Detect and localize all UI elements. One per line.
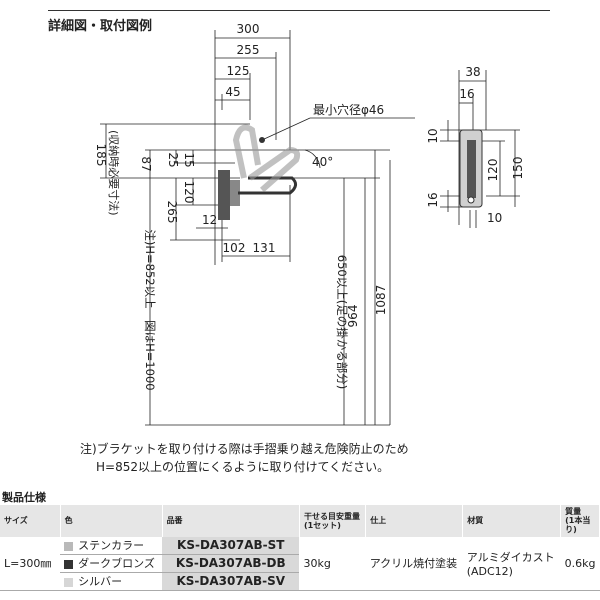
side-dim-10a: 10 (426, 128, 440, 143)
th-material: 材質 (462, 505, 562, 537)
dim-964: 964 (346, 305, 360, 328)
cell-code: KS-DA307AB-ST (162, 536, 300, 555)
swatch-icon (64, 559, 74, 569)
swatch-icon (64, 541, 74, 551)
dim-45: 45 (225, 85, 240, 99)
dim-255: 255 (237, 43, 260, 57)
section-title: 詳細図・取付図例 (48, 19, 153, 34)
material-line-1: アルミダイカスト (466, 550, 555, 564)
hang-note: 650以上(足の掛かる部分) (335, 255, 349, 389)
th-weight: 質量 (1本当り) (560, 505, 600, 537)
color-name: シルバー (78, 575, 123, 589)
side-dim-120: 120 (486, 159, 500, 182)
th-color: 色 (60, 505, 163, 537)
swatch-icon (64, 577, 74, 587)
side-dim-16: 16 (459, 87, 474, 101)
side-dim-150: 150 (511, 157, 525, 180)
dim-87: 87 (139, 156, 153, 171)
cell-finish: アクリル焼付塗装 (365, 536, 463, 591)
spec-title: 製品仕様 (2, 491, 46, 504)
cell-load: 30kg (299, 536, 366, 591)
dim-1087: 1087 (374, 285, 388, 316)
th-code: 品番 (162, 505, 300, 537)
note-line-2: H=852以上の位置にくるように取り付けてください。 (96, 460, 390, 474)
top-rule (48, 10, 550, 11)
cell-color: ダークブロンズ (60, 554, 163, 573)
table-row: シルバー KS-DA307AB-SV (0, 572, 600, 591)
detail-drawing: 300 255 125 45 185 (収納時必要寸法) 87 25 15 26… (94, 22, 525, 426)
dim-265: 265 (165, 201, 179, 224)
note-line-1: 注)ブラケットを取り付ける際は手摺乗り越え危険防止のため (80, 442, 409, 456)
cell-size: L=300㎜ (0, 536, 61, 591)
th-load: 干せる目安重量 (1セット) (299, 505, 367, 537)
th-size: サイズ (0, 505, 61, 537)
cell-weight: 0.6kg (560, 536, 600, 591)
dim-185-note: (収納時必要寸法) (107, 130, 121, 216)
dim-125: 125 (227, 64, 250, 78)
th-finish: 仕上 (365, 505, 464, 537)
table-row: L=300㎜ ステンカラー KS-DA307AB-ST 30kg アクリル焼付塗… (0, 536, 600, 591)
cell-color: シルバー (60, 572, 163, 591)
dim-120: 120 (182, 181, 196, 204)
table-row: ダークブロンズ KS-DA307AB-DB (0, 554, 600, 573)
color-name: ステンカラー (78, 539, 145, 553)
dim-102: 102 (223, 241, 246, 255)
material-line-2: (ADC12) (466, 564, 513, 578)
dim-angle: 40° (312, 155, 333, 169)
cell-material: アルミダイカスト(ADC12) (462, 536, 561, 591)
side-view: 38 16 10 120 150 16 10 (426, 65, 525, 228)
dim-25: 25 (166, 152, 180, 167)
color-name: ダークブロンズ (78, 557, 155, 571)
side-dim-16b: 16 (426, 192, 440, 207)
dim-300: 300 (237, 22, 260, 36)
side-dim-38: 38 (465, 65, 480, 79)
side-dim-10b: 10 (487, 211, 502, 225)
dim-12: 12 (202, 213, 217, 227)
dim-185: 185 (94, 144, 108, 167)
dim-131: 131 (253, 241, 276, 255)
cell-code: KS-DA307AB-SV (162, 572, 300, 591)
h-note: 注)H=852以上 図はH=1000 (143, 229, 157, 390)
bracket-plate (218, 170, 230, 220)
cell-color: ステンカラー (60, 536, 163, 555)
spec-table: サイズ 色 品番 干せる目安重量 (1セット) 仕上 材質 質量 (1本当り) … (0, 505, 600, 591)
cell-code: KS-DA307AB-DB (162, 554, 300, 573)
dim-15: 15 (182, 152, 196, 167)
hole-label: 最小穴径φ46 (313, 102, 384, 117)
